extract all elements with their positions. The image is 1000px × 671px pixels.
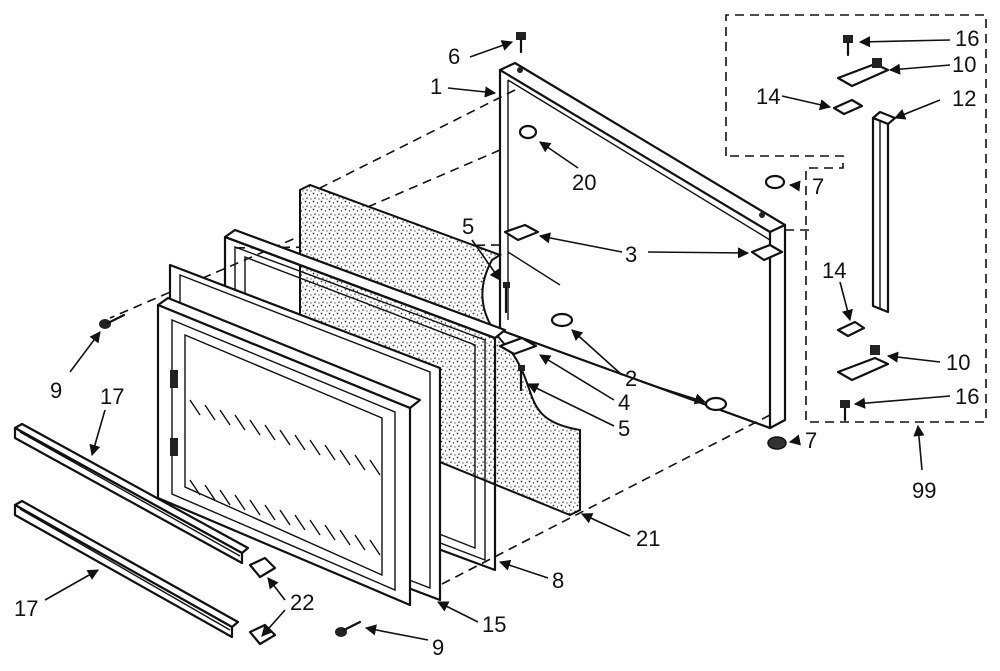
- rail-end-cap-upper: [248, 556, 277, 579]
- bracket-3-right: [750, 243, 784, 262]
- callout-16-bottom: 16: [955, 384, 979, 409]
- callout-15: 15: [482, 612, 506, 637]
- callout-6: 6: [448, 44, 460, 69]
- callout-1: 1: [430, 74, 442, 99]
- callout-99: 99: [912, 478, 936, 503]
- callout-labels: 1 6 20 3 5 2 4 5 7 7 16 10 14 12 14 10 1…: [14, 26, 979, 660]
- callout-12: 12: [952, 86, 976, 111]
- callout-3: 3: [625, 242, 637, 267]
- shelf-rail-lower: [13, 499, 240, 639]
- callout-4: 4: [618, 390, 630, 415]
- hinge-kit-99-dashed-outline: [725, 14, 987, 423]
- stop-2-lower: [704, 396, 728, 412]
- screw-16-bottom: [840, 400, 850, 422]
- callout-7-bottom: 7: [805, 428, 817, 453]
- callout-10-bottom: 10: [946, 350, 970, 375]
- callout-2: 2: [625, 366, 637, 391]
- door-shelf-tray: [156, 296, 422, 607]
- door-outer-panel: [498, 61, 787, 430]
- callout-9-bottom: 9: [432, 635, 444, 660]
- hinge-10-bottom: [836, 345, 890, 382]
- screw-6-top: [516, 32, 526, 54]
- callout-9-left: 9: [50, 378, 62, 403]
- hinge-10-top: [836, 58, 890, 88]
- callout-5-lower: 5: [618, 416, 630, 441]
- shim-14-top: [832, 98, 864, 116]
- plug-20: [518, 124, 538, 140]
- callout-14-bottom: 14: [822, 258, 846, 283]
- shim-14-bottom: [836, 320, 866, 338]
- callout-8: 8: [552, 568, 564, 593]
- rail-end-cap-lower: [248, 623, 277, 646]
- callout-17-lower: 17: [14, 596, 38, 621]
- plug-7-top: [764, 174, 786, 190]
- screw-9-bottom: [335, 620, 362, 637]
- callout-7-top: 7: [812, 174, 824, 199]
- handle-12: [871, 110, 897, 314]
- screw-9-left: [99, 313, 126, 329]
- bracket-3-left: [503, 223, 540, 242]
- plug-7-bottom: [767, 436, 787, 450]
- callout-14-top: 14: [756, 84, 780, 109]
- screw-5-lower: [518, 365, 525, 392]
- screw-5-upper: [503, 282, 510, 314]
- callout-16-top: 16: [955, 26, 979, 51]
- stop-2-upper: [550, 312, 574, 328]
- callout-17-upper: 17: [100, 384, 124, 409]
- hinge-pin-4: [498, 336, 538, 356]
- callout-5-upper: 5: [462, 214, 474, 239]
- callout-21: 21: [636, 526, 660, 551]
- callout-22: 22: [290, 590, 314, 615]
- callout-20: 20: [572, 170, 596, 195]
- shelf-rail-upper: [13, 422, 250, 565]
- screw-16-top: [843, 35, 853, 57]
- leader-lines: [44, 36, 951, 641]
- callout-10-top: 10: [952, 52, 976, 77]
